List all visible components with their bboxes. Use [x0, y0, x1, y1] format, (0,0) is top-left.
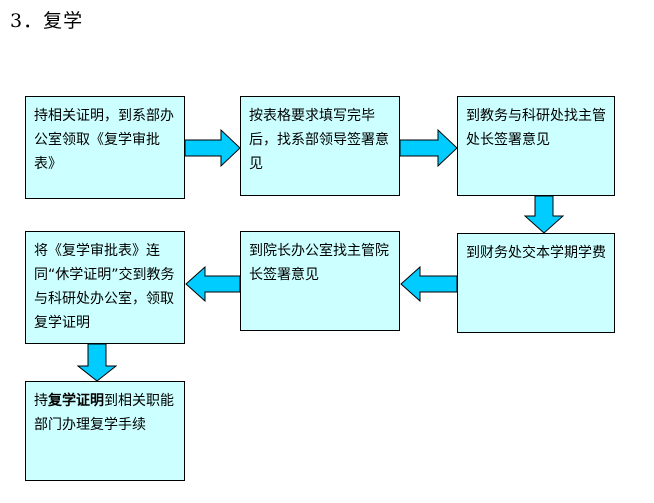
- step-4-box: 到财务处交本学期学费: [457, 233, 615, 333]
- step-3-box: 到教务与科研处找主管处长签署意见: [457, 96, 615, 196]
- step-7-text-before: 持: [34, 393, 48, 409]
- arrow-down-2: [77, 344, 117, 382]
- step-6-box: 将《复学审批表》连同“休学证明”交到教务与科研处办公室，领取复学证明: [25, 231, 185, 344]
- arrow-left-1: [400, 266, 458, 302]
- step-2-box: 按表格要求填写完毕后，找系部领导签署意见: [240, 96, 400, 196]
- step-7-text-after: 到相关职能部门办理复学手续: [34, 393, 174, 433]
- page-title: 3．复学: [10, 10, 84, 32]
- step-7-text-bold: 复学证明: [48, 393, 104, 409]
- step-4-text: 到财务处交本学期学费: [466, 245, 606, 261]
- step-7-box: 持复学证明到相关职能部门办理复学手续: [25, 381, 185, 481]
- arrow-right-1: [185, 128, 241, 168]
- arrow-left-2: [185, 266, 241, 302]
- step-5-text: 到院长办公室找主管院长签署意见: [249, 243, 389, 283]
- step-1-text: 持相关证明，到系部办公室领取《复学审批表》: [34, 108, 174, 172]
- arrow-down-1: [524, 196, 564, 234]
- arrow-right-2: [400, 128, 458, 168]
- step-1-box: 持相关证明，到系部办公室领取《复学审批表》: [25, 96, 185, 199]
- step-3-text: 到教务与科研处找主管处长签署意见: [466, 108, 606, 148]
- step-6-text: 将《复学审批表》连同“休学证明”交到教务与科研处办公室，领取复学证明: [34, 243, 175, 331]
- step-2-text: 按表格要求填写完毕后，找系部领导签署意见: [249, 108, 389, 172]
- step-5-box: 到院长办公室找主管院长签署意见: [240, 231, 400, 331]
